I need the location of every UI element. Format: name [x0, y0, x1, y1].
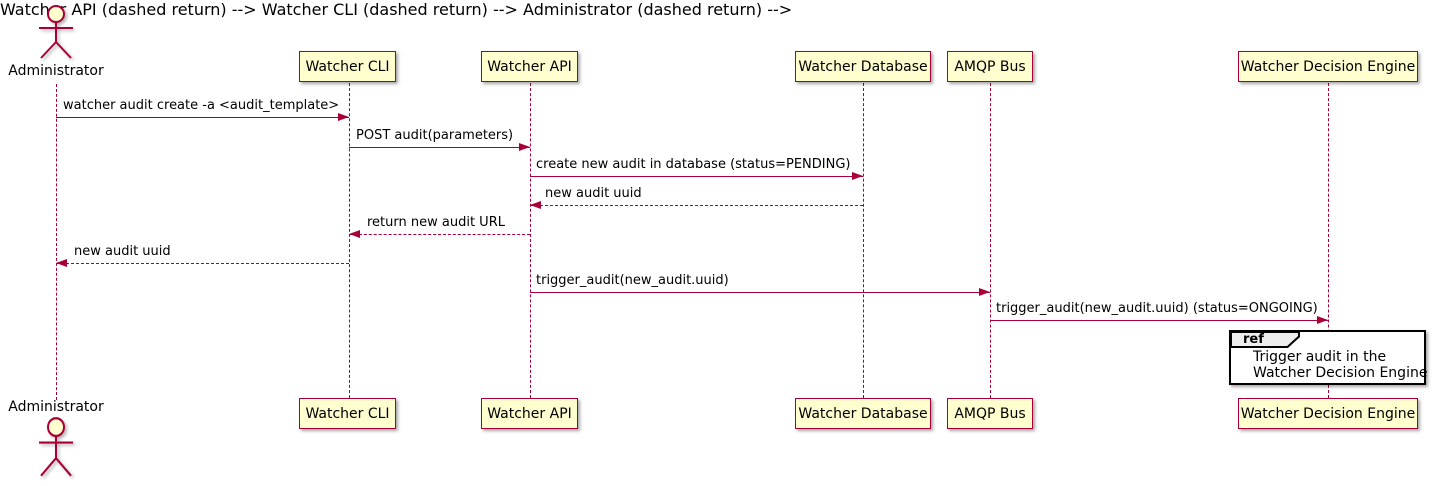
message-7-line	[530, 292, 990, 293]
message-1-arrowhead-icon	[338, 113, 349, 121]
message-8-label: trigger_audit(new_audit.uuid) (status=ON…	[996, 301, 1318, 316]
message-6-line	[56, 263, 349, 264]
message-7-arrowhead-icon	[979, 288, 990, 296]
message-5-line	[349, 234, 530, 235]
actor-icon	[39, 417, 73, 477]
actor-label-top: Administrator	[8, 63, 104, 79]
participant-watcher-database-top: Watcher Database	[795, 51, 931, 82]
lifeline-watcher-decision-engine	[1328, 83, 1329, 398]
lifeline-administrator	[56, 84, 57, 400]
participant-watcher-cli-bottom: Watcher CLI	[299, 398, 396, 429]
message-1-label: watcher audit create -a <audit_template>	[63, 98, 340, 113]
participant-watcher-cli-top: Watcher CLI	[299, 51, 396, 82]
participant-amqp-bus-top: AMQP Bus	[947, 51, 1033, 82]
message-5-label: return new audit URL	[367, 215, 505, 230]
message-8-arrowhead-icon	[1317, 316, 1328, 324]
ref-fragment: ref Trigger audit in the Watcher Decisio…	[1229, 330, 1428, 385]
participant-watcher-api-top: Watcher API	[481, 51, 578, 82]
message-5-arrowhead-icon	[349, 230, 360, 238]
lifeline-watcher-api	[530, 83, 531, 398]
message-7-label: trigger_audit(new_audit.uuid)	[536, 273, 729, 288]
message-6-label: new audit uuid	[74, 244, 171, 259]
participant-watcher-api-bottom: Watcher API	[481, 398, 578, 429]
message-1-line	[56, 117, 349, 118]
participant-watcher-decision-engine-bottom: Watcher Decision Engine	[1238, 398, 1418, 429]
lifeline-amqp-bus	[990, 83, 991, 398]
ref-keyword: ref	[1243, 332, 1264, 347]
ref-text-line2: Watcher Decision Engine	[1253, 365, 1428, 381]
message-3-arrowhead-icon	[852, 172, 863, 180]
actor-label-bottom: Administrator	[8, 399, 104, 415]
message-6-arrowhead-icon	[56, 259, 67, 267]
ref-text-line1: Trigger audit in the	[1253, 349, 1387, 365]
message-3-line	[530, 176, 863, 177]
actor-icon	[39, 5, 73, 59]
message-4-arrowhead-icon	[530, 201, 541, 209]
message-8-line	[990, 320, 1328, 321]
message-2-line	[349, 147, 530, 148]
ref-header-pentagon	[1231, 332, 1300, 348]
participant-amqp-bus-bottom: AMQP Bus	[947, 398, 1033, 429]
lifeline-watcher-database	[863, 83, 864, 398]
lifeline-watcher-cli	[349, 83, 350, 398]
message-4-line	[530, 205, 863, 206]
participant-watcher-database-bottom: Watcher Database	[795, 398, 931, 429]
participant-watcher-decision-engine-top: Watcher Decision Engine	[1238, 51, 1418, 82]
message-4-label: new audit uuid	[545, 186, 642, 201]
message-3-label: create new audit in database (status=PEN…	[536, 157, 851, 172]
message-2-label: POST audit(parameters)	[356, 128, 514, 143]
message-2-arrowhead-icon	[519, 143, 530, 151]
